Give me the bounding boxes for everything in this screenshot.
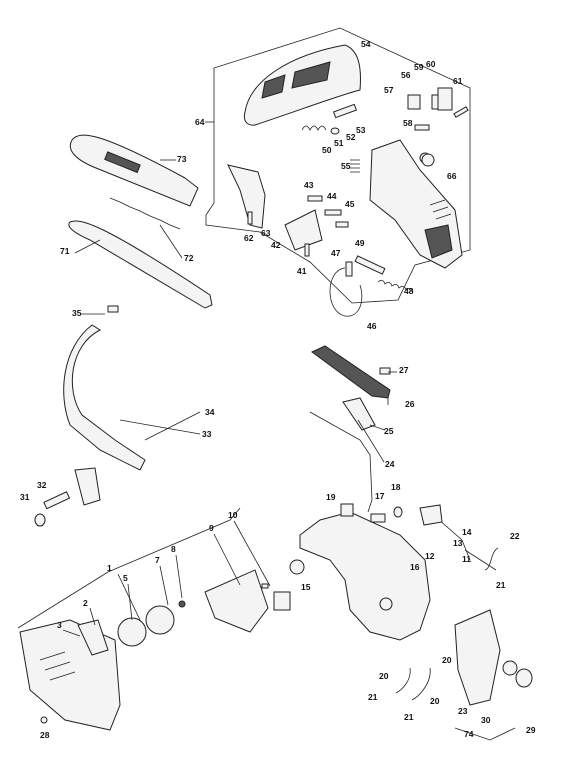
callout-label: 13 (453, 538, 463, 548)
callout-label: 62 (244, 233, 254, 243)
starter-and-clutch (19, 569, 291, 731)
callout-label: 23 (458, 706, 468, 716)
callout-label: 29 (526, 725, 536, 735)
callout-label: 25 (384, 426, 394, 436)
callout-label: 71 (60, 246, 70, 256)
callout-label: 27 (399, 365, 409, 375)
callout-label: 18 (391, 482, 401, 492)
callout-label: 21 (496, 580, 506, 590)
front-handle (63, 305, 146, 506)
callout-label: 20 (430, 696, 440, 706)
callout-label: 32 (37, 480, 47, 490)
spring-and-pins (301, 103, 360, 173)
trigger-assembly (309, 345, 391, 513)
callout-label: 8 (171, 544, 176, 554)
callout-label: 66 (447, 171, 457, 181)
callout-label: 56 (401, 70, 411, 80)
callout-label: 64 (195, 117, 205, 127)
callout-label: 46 (367, 321, 377, 331)
callout-label: 52 (346, 132, 356, 142)
callout-label: 51 (334, 138, 344, 148)
callout-label: 30 (481, 715, 491, 725)
brackets-42-63 (227, 164, 349, 257)
callout-label: 21 (404, 712, 414, 722)
callout-label: 47 (331, 248, 341, 258)
callout-label: 1 (107, 563, 112, 573)
callout-label: 50 (322, 145, 332, 155)
bolt-31-32 (34, 491, 71, 527)
callout-label: 53 (356, 125, 366, 135)
callout-label: 60 (426, 59, 436, 69)
callout-label: 73 (177, 154, 187, 164)
leader-lines (62, 159, 497, 637)
crankcase (289, 503, 443, 641)
callout-label: 21 (368, 692, 378, 702)
callout-label: 26 (405, 399, 415, 409)
callout-label: 20 (442, 655, 452, 665)
callout-label: 55 (341, 161, 351, 171)
callout-label: 7 (155, 555, 160, 565)
callout-labels: 1 2 3 5 7 8 9 10 11 12 13 14 15 16 17 18… (20, 39, 536, 740)
callout-label: 58 (403, 118, 413, 128)
guide-bar-chain-cover (68, 134, 213, 309)
callout-label: 34 (205, 407, 215, 417)
callout-label: 43 (304, 180, 314, 190)
callout-label: 33 (202, 429, 212, 439)
rear-handle-housing (369, 139, 463, 269)
callout-label: 28 (40, 730, 50, 740)
callout-label: 10 (228, 510, 238, 520)
callout-label: 41 (297, 266, 307, 276)
callout-label: 15 (301, 582, 311, 592)
callout-label: 49 (355, 238, 365, 248)
callout-label: 11 (462, 554, 471, 564)
small-parts-56-61 (407, 87, 469, 167)
callout-label: 9 (209, 523, 214, 533)
callout-label: 57 (384, 85, 394, 95)
callout-label: 16 (410, 562, 420, 572)
callout-label: 12 (425, 551, 435, 561)
callout-label: 45 (345, 199, 355, 209)
callout-label: 63 (261, 228, 271, 238)
callout-label: 44 (327, 191, 337, 201)
callout-label: 74 (464, 729, 474, 739)
callout-label: 24 (385, 459, 395, 469)
callout-label: 2 (83, 598, 88, 608)
callout-label: 59 (414, 62, 424, 72)
callout-label: 14 (462, 527, 472, 537)
top-handle (243, 44, 361, 126)
group-outline-64 (205, 27, 471, 304)
callout-label: 17 (375, 491, 385, 501)
callout-label: 42 (271, 240, 281, 250)
callout-label: 5 (123, 573, 128, 583)
brake-band-and-spring (329, 255, 414, 317)
callout-label: 54 (361, 39, 371, 49)
callout-label: 3 (57, 620, 62, 630)
callout-label: 31 (20, 492, 30, 502)
filter-cover-and-lines (40, 547, 533, 724)
callout-label: 22 (510, 531, 520, 541)
callout-label: 20 (379, 671, 389, 681)
callout-label: 61 (453, 76, 463, 86)
callout-label: 48 (404, 286, 414, 296)
callout-label: 35 (72, 308, 82, 318)
callout-label: 72 (184, 253, 194, 263)
callout-label: 19 (326, 492, 336, 502)
